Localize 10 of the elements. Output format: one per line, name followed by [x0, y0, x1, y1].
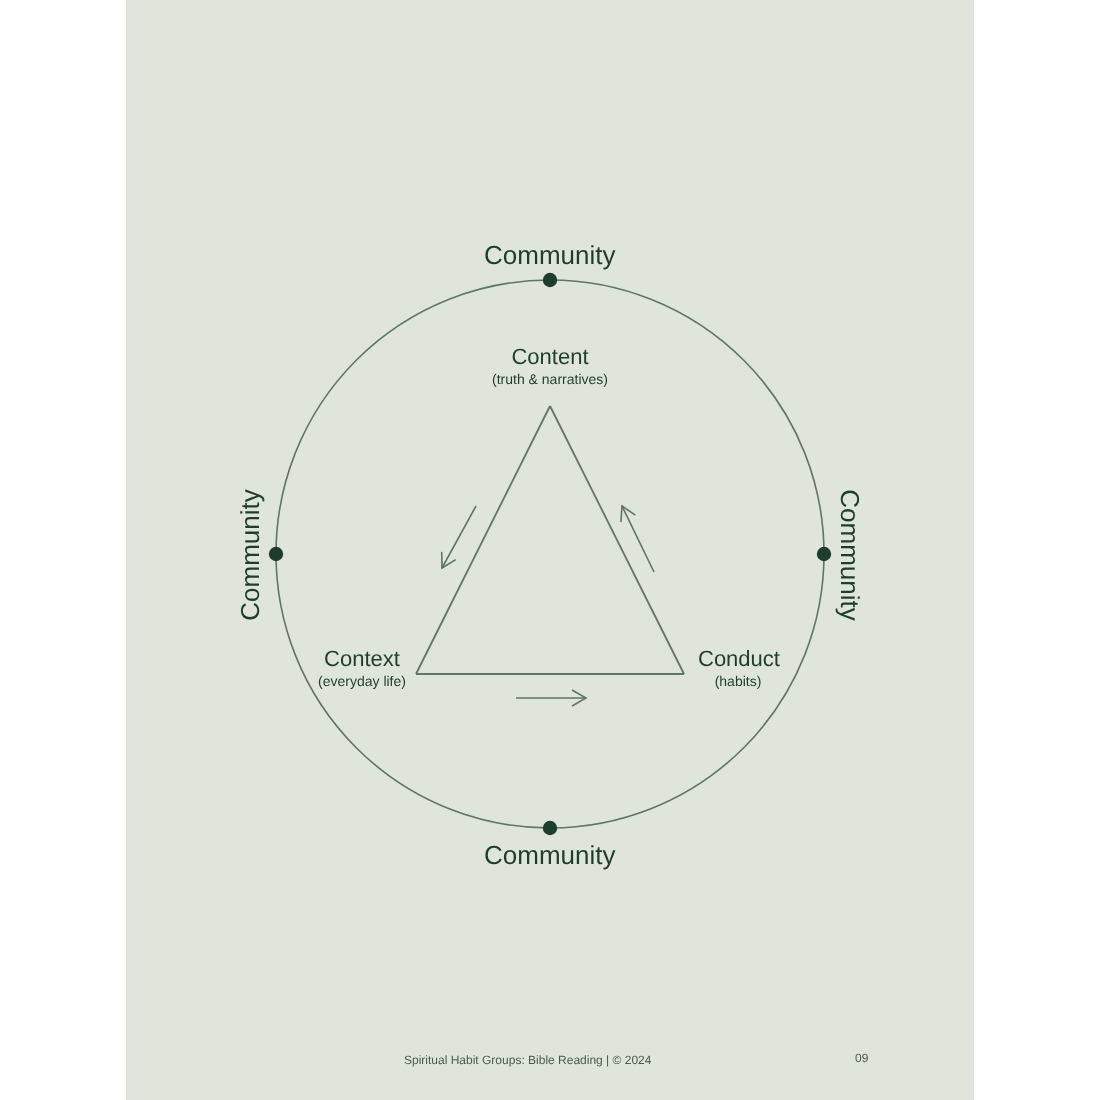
vertex-title: Context: [322, 648, 402, 674]
community-label: Community: [234, 488, 265, 620]
vertex-title: Content: [509, 346, 591, 372]
community-label: Community: [834, 488, 865, 620]
vertex-title: Conduct: [698, 648, 778, 674]
triangle-side: [415, 405, 551, 675]
triangle-side: [415, 673, 685, 675]
community-label: Community: [484, 839, 616, 869]
community-label: Community: [484, 239, 616, 269]
triangle-side: [549, 405, 685, 675]
